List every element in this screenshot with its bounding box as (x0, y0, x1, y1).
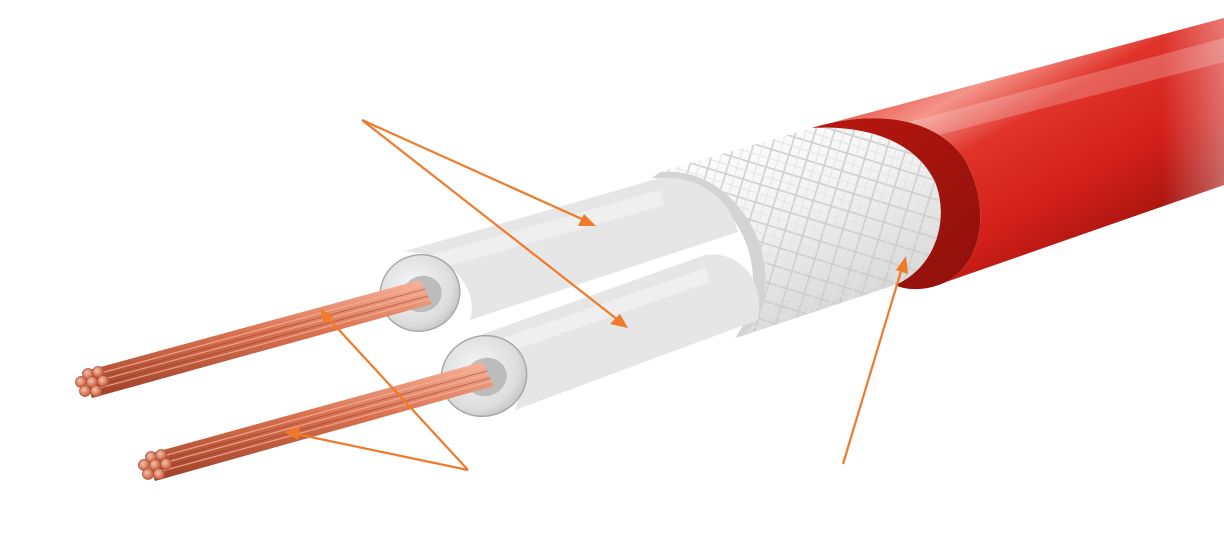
copper-conductor-upper (75, 280, 432, 398)
arrow-to-upper-conductor (320, 309, 469, 471)
braided-shield (652, 127, 941, 338)
outer-jacket-rim (812, 118, 981, 290)
arrow-to-upper-insulation (361, 118, 596, 226)
arrow-to-lower-conductor (284, 426, 469, 472)
arrow-to-braided-shield (841, 256, 908, 465)
outer-jacket (812, 18, 1224, 282)
arrow-to-lower-insulation (361, 119, 628, 328)
strand-ends-lower (138, 449, 172, 480)
strand-ends-upper (75, 366, 109, 397)
copper-conductor-lower (138, 362, 494, 481)
callout-arrows (284, 118, 908, 472)
